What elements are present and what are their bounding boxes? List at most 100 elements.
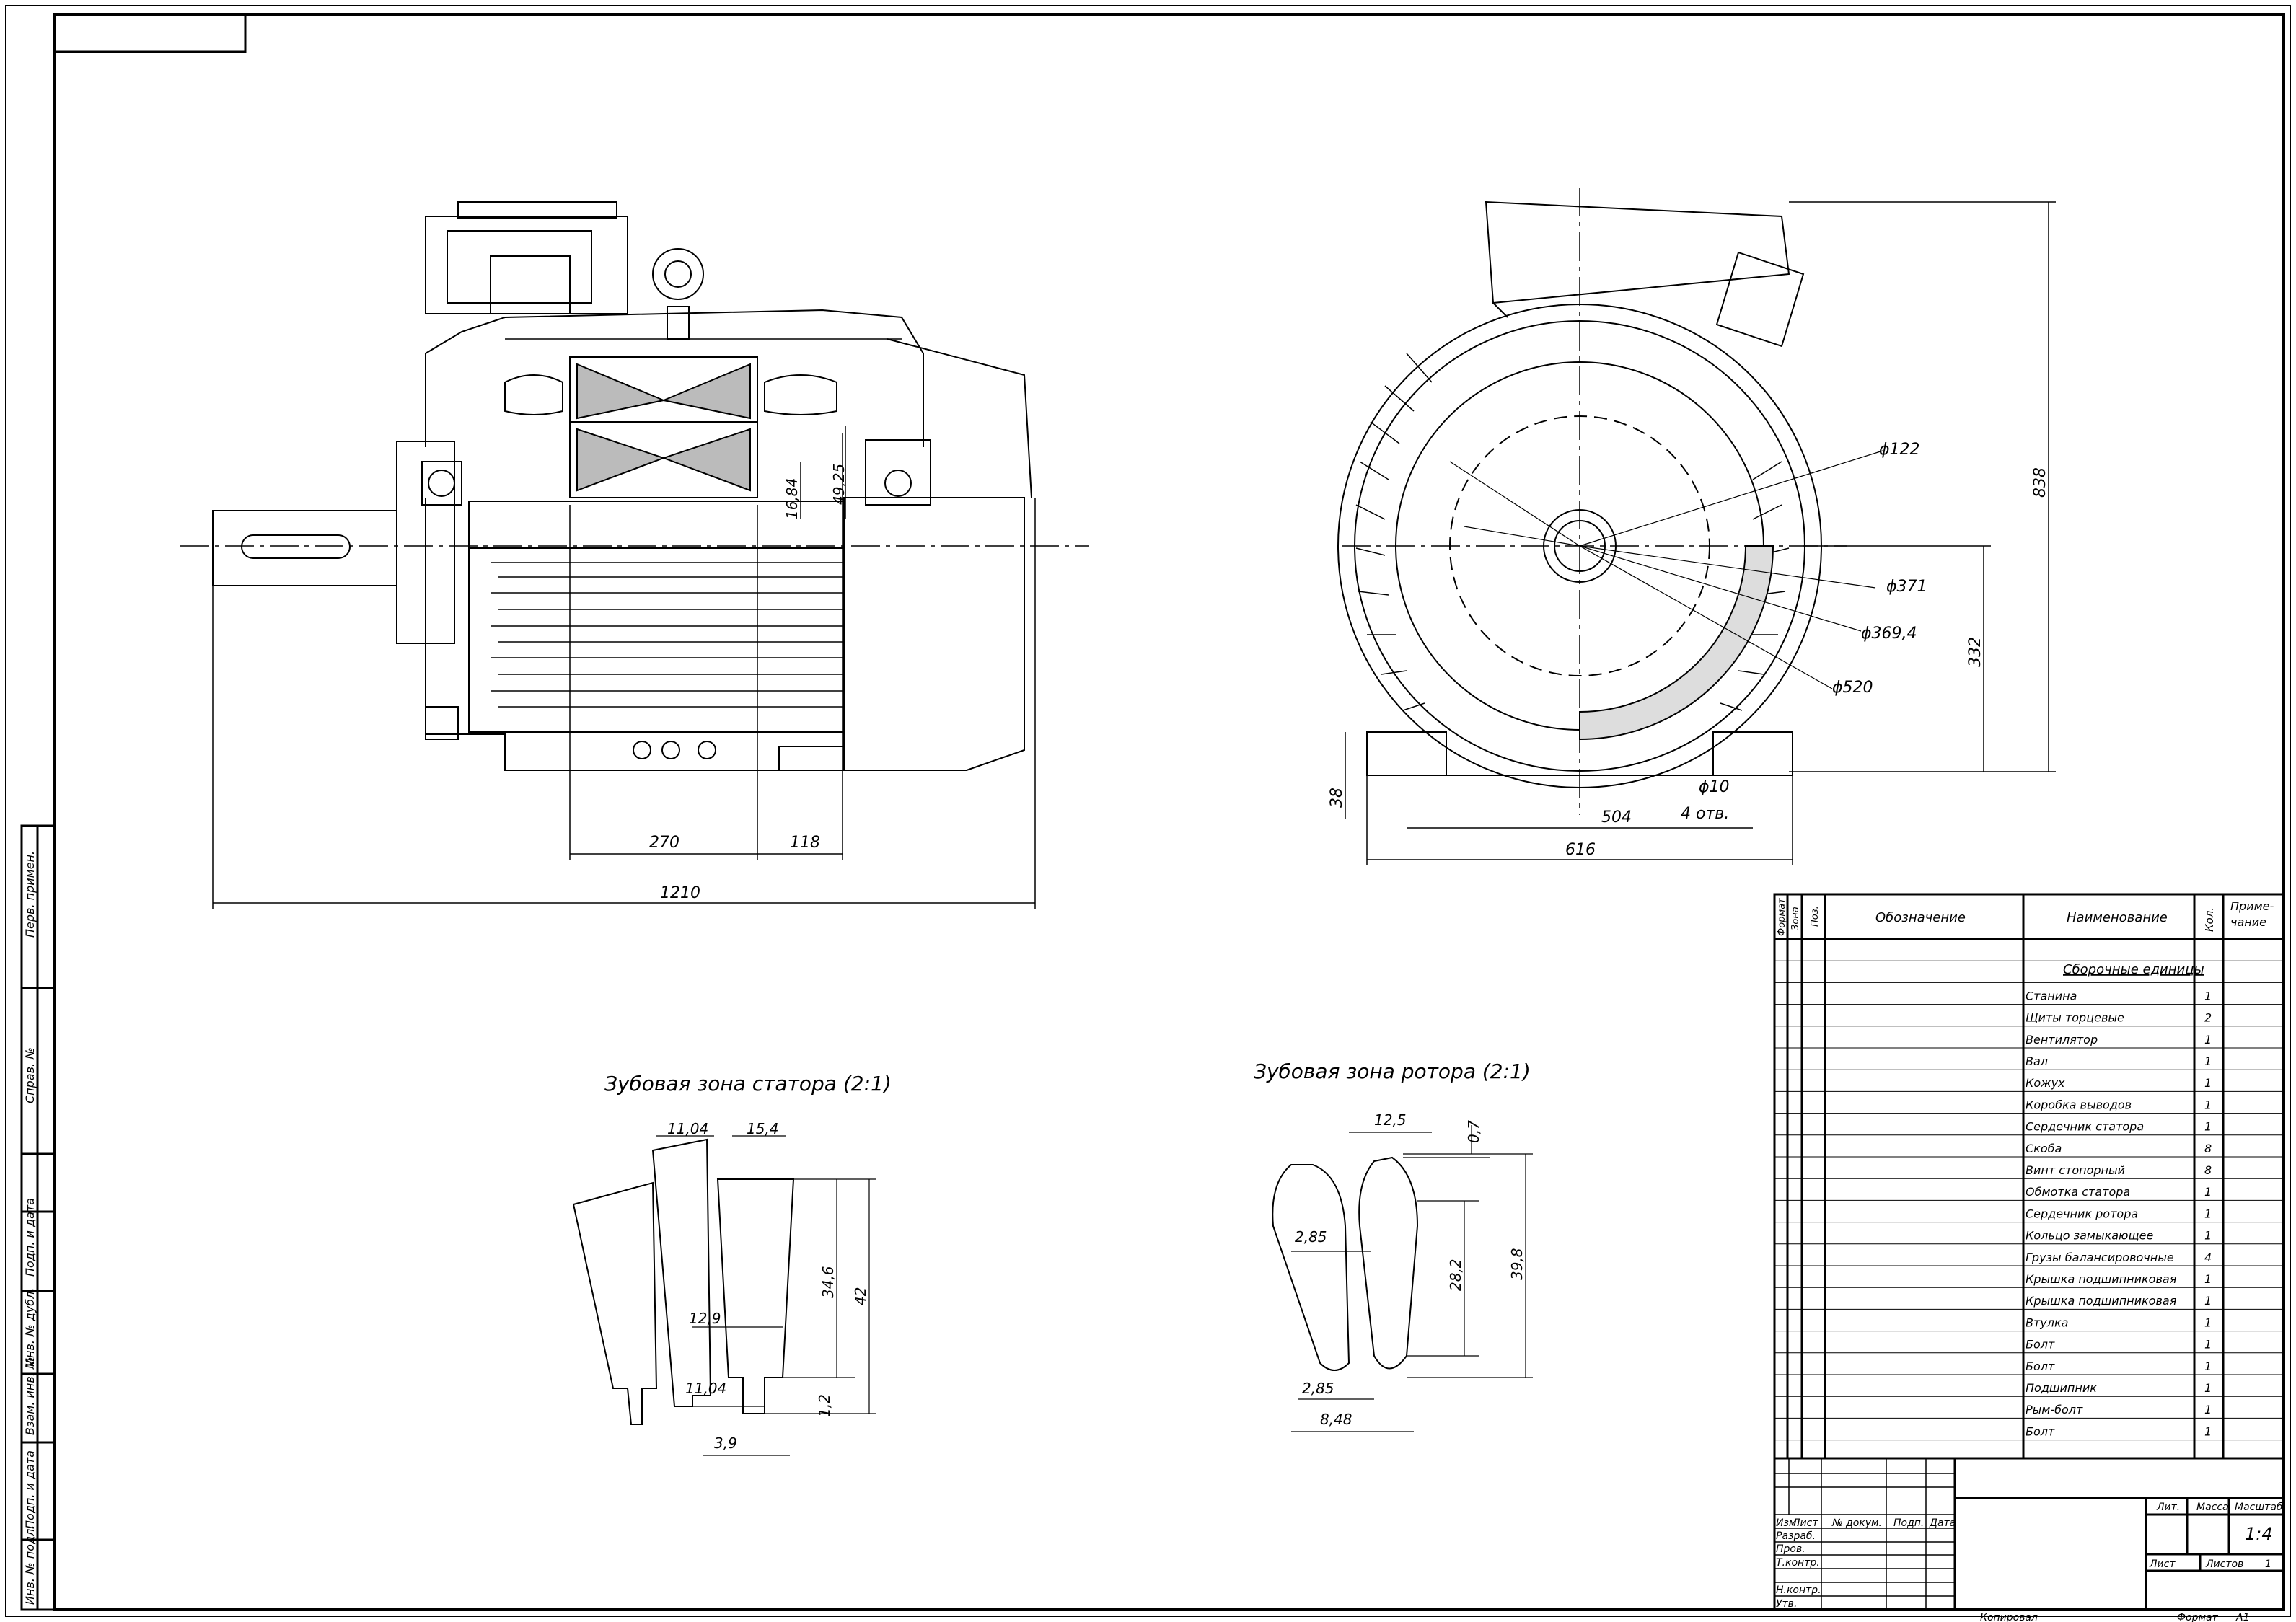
dim-838: 838 bbox=[2031, 467, 2049, 498]
dim-d371: ϕ371 bbox=[1886, 578, 1927, 596]
stator-dim-lines bbox=[656, 1135, 876, 1456]
tb-masshtab: Масштаб bbox=[2235, 1502, 2283, 1513]
stator-dim-5: 11,04 bbox=[685, 1380, 726, 1397]
spec-row-name: Кольцо замыкающее bbox=[2026, 1229, 2153, 1243]
side-view bbox=[180, 201, 1089, 771]
spec-row-qty: 1 bbox=[2204, 1403, 2212, 1416]
spec-hdr-zone: Зона bbox=[1790, 907, 1801, 930]
spec-row-qty: 1 bbox=[2204, 1315, 2212, 1329]
spec-row-name: Болт bbox=[2026, 1359, 2055, 1373]
spec-hdr-format: Формат bbox=[1777, 898, 1787, 936]
stator-dim-4: 12,9 bbox=[689, 1310, 721, 1327]
spec-row-qty: 1 bbox=[2204, 1185, 2212, 1199]
spec-row-qty: 1 bbox=[2204, 1272, 2212, 1286]
spec-row-qty: 8 bbox=[2204, 1163, 2212, 1177]
rotor-dim-3: 28,2 bbox=[1447, 1259, 1464, 1291]
spec-row-qty: 1 bbox=[2204, 1359, 2212, 1373]
tb-prov: Пров. bbox=[1776, 1543, 1805, 1555]
spec-row-name: Кожух bbox=[2026, 1076, 2065, 1090]
stamp-vzam: Взам. инв. № bbox=[23, 1357, 37, 1435]
spec-row-name: Крышка подшипниковая bbox=[2026, 1272, 2177, 1286]
stator-teeth bbox=[572, 1138, 795, 1425]
dim-16-84: 16,84 bbox=[783, 478, 801, 519]
spec-section-title: Сборочные единицы bbox=[2063, 962, 2204, 977]
inner-frame bbox=[53, 13, 2285, 1611]
spec-hdr-name: Наименование bbox=[2067, 910, 2168, 925]
dim-d520: ϕ520 bbox=[1832, 679, 1873, 697]
stamp-sprav: Справ. № bbox=[23, 1047, 37, 1103]
tb-list2: Лист bbox=[2149, 1559, 2176, 1570]
rotor-dim-5: 2,85 bbox=[1302, 1380, 1334, 1397]
stamp-inv: Инв. № подл. bbox=[23, 1525, 37, 1605]
tb-razrab: Разраб. bbox=[1776, 1530, 1816, 1542]
tb-list: Лист bbox=[1792, 1517, 1818, 1529]
spec-row-name: Сердечник ротора bbox=[2026, 1207, 2138, 1220]
tb-massa: Масса bbox=[2196, 1502, 2229, 1513]
spec-hdr-note: Приме- bbox=[2230, 899, 2274, 913]
spec-row-qty: 1 bbox=[2204, 1033, 2212, 1046]
stator-dim-3: 42 bbox=[852, 1287, 869, 1305]
spec-row-name: Коробка выводов bbox=[2026, 1098, 2132, 1111]
dim-49-25: 49,25 bbox=[830, 464, 848, 505]
tb-tkontr: Т.контр. bbox=[1776, 1557, 1820, 1569]
stamp-dubl: Инв. № дубл. bbox=[23, 1288, 37, 1367]
spec-row-name: Рым-болт bbox=[2026, 1403, 2083, 1416]
title-block-lines bbox=[1774, 1458, 1955, 1610]
tb-utv: Утв. bbox=[1776, 1598, 1797, 1610]
dim-270: 270 bbox=[649, 834, 679, 852]
dim-118: 118 bbox=[790, 834, 820, 852]
tb-data: Дата bbox=[1929, 1517, 1956, 1529]
spec-table-grid bbox=[1773, 893, 2285, 1460]
tb-lit: Лит. bbox=[2156, 1502, 2180, 1513]
spec-row-qty: 1 bbox=[2204, 1424, 2212, 1438]
dim-d10: ϕ10 bbox=[1699, 778, 1730, 796]
dim-616: 616 bbox=[1565, 841, 1596, 859]
spec-row-qty: 1 bbox=[2204, 1229, 2212, 1243]
spec-row-qty: 1 bbox=[2204, 1207, 2212, 1220]
tb-format-val: А1 bbox=[2235, 1612, 2249, 1622]
dim-1210: 1210 bbox=[660, 884, 700, 902]
dim-332: 332 bbox=[1966, 637, 1984, 667]
stator-dim-0: 11,04 bbox=[667, 1120, 708, 1137]
dim-38: 38 bbox=[1328, 788, 1346, 808]
rotor-dim-2: 2,85 bbox=[1295, 1228, 1327, 1246]
spec-row-qty: 1 bbox=[2204, 1120, 2212, 1134]
end-view bbox=[1337, 188, 1883, 815]
spec-row-name: Вентилятор bbox=[2026, 1033, 2098, 1046]
spec-row-qty: 1 bbox=[2204, 1381, 2212, 1395]
outer-frame bbox=[5, 5, 2291, 1617]
rotor-dim-6: 8,48 bbox=[1320, 1411, 1352, 1428]
spec-table-row-lines bbox=[1774, 960, 2284, 1441]
dim-504: 504 bbox=[1601, 808, 1632, 827]
tb-scale: 1:4 bbox=[2245, 1524, 2273, 1544]
tb-listov: Листов bbox=[2205, 1559, 2243, 1570]
tb-podp: Подп. bbox=[1893, 1517, 1924, 1529]
rotor-dim-4: 39,8 bbox=[1508, 1248, 1526, 1280]
stator-dim-1: 15,4 bbox=[747, 1120, 779, 1137]
spec-row-name: Болт bbox=[2026, 1338, 2055, 1352]
spec-row-name: Вал bbox=[2026, 1054, 2048, 1068]
spec-row-name: Крышка подшипниковая bbox=[2026, 1294, 2177, 1308]
spec-row-name: Втулка bbox=[2026, 1315, 2068, 1329]
spec-row-qty: 1 bbox=[2204, 1076, 2212, 1090]
dim-holes: 4 отв. bbox=[1681, 805, 1729, 823]
side-dimensions bbox=[212, 426, 1036, 909]
spec-row-qty: 4 bbox=[2204, 1251, 2212, 1264]
stator-dim-2: 34,6 bbox=[819, 1266, 837, 1298]
spec-row-name: Щиты торцевые bbox=[2026, 1011, 2124, 1025]
spec-hdr-pos: Поз. bbox=[1810, 906, 1821, 927]
spec-row-name: Станина bbox=[2026, 989, 2077, 1002]
side-stamp bbox=[20, 824, 56, 1611]
dim-d369: ϕ369,4 bbox=[1861, 625, 1917, 643]
spec-row-name: Винт стопорный bbox=[2026, 1163, 2125, 1177]
spec-row-name: Грузы балансировочные bbox=[2026, 1251, 2174, 1264]
spec-row-name: Сердечник статора bbox=[2026, 1120, 2144, 1134]
stator-detail-title: Зубовая зона статора (2:1) bbox=[604, 1072, 892, 1096]
spec-row-name: Скоба bbox=[2026, 1142, 2062, 1155]
tb-nkontr: Н.контр. bbox=[1776, 1584, 1821, 1596]
spec-row-qty: 1 bbox=[2204, 1054, 2212, 1068]
dim-d122: ϕ122 bbox=[1879, 441, 1920, 459]
stamp-podp2: Подп. и дата bbox=[23, 1450, 37, 1529]
spec-hdr-designation: Обозначение bbox=[1875, 910, 1966, 925]
